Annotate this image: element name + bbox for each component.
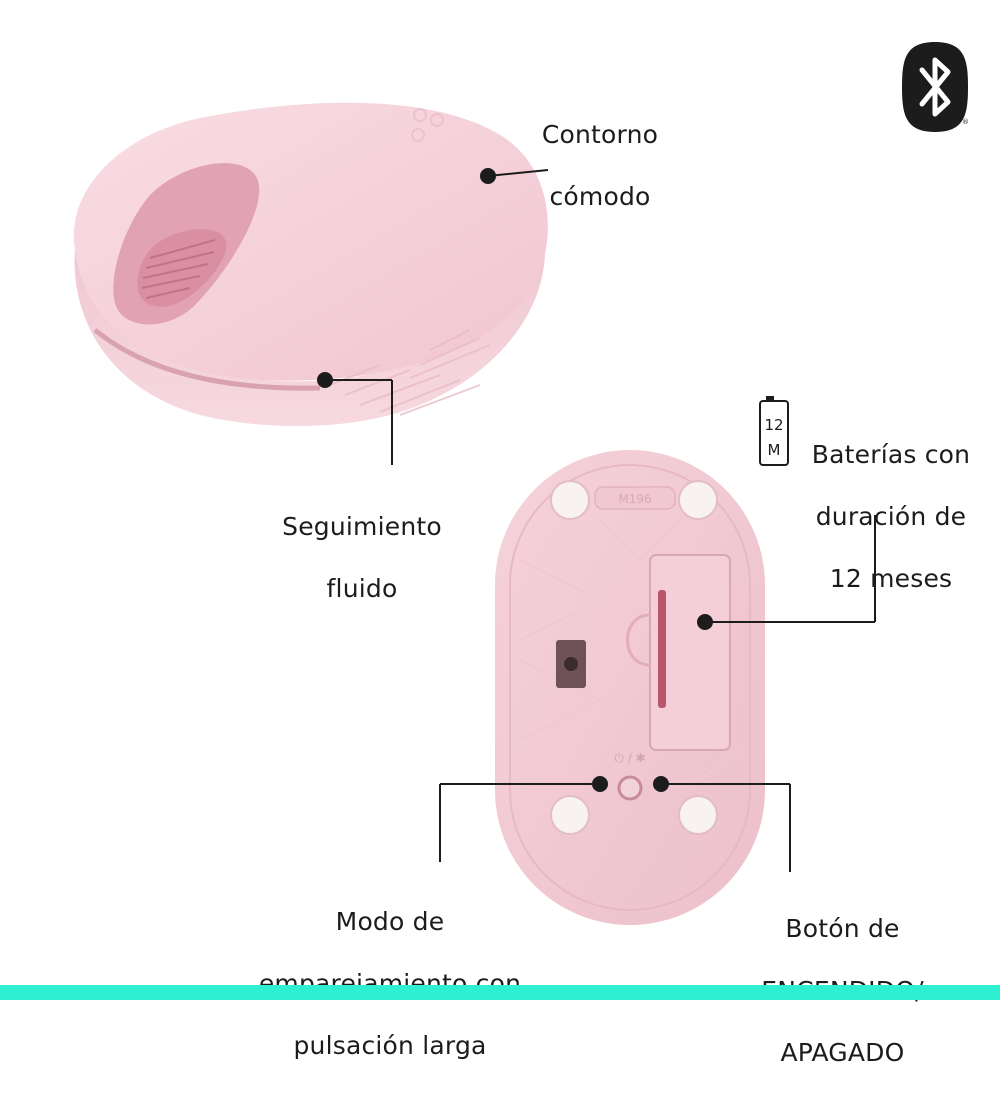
callout-dot-power [653, 776, 669, 792]
svg-text:M: M [768, 441, 781, 459]
mouse-bottom-view: M196 ⏻ / ✱ [495, 450, 765, 925]
foot-top-left [550, 480, 590, 520]
callout-dot-contour [480, 168, 496, 184]
foot-top-right [678, 480, 718, 520]
logo-emboss [411, 108, 444, 142]
mouse-top-view [73, 102, 548, 427]
illustration: M196 ⏻ / ✱ [73, 42, 969, 925]
mouse-seam [93, 328, 321, 391]
battery-door [649, 554, 731, 751]
model-text: M196 [618, 492, 651, 506]
label-battery: Baterías con duración de 12 meses [811, 440, 971, 593]
callouts [317, 168, 876, 872]
bluetooth-icon: ® [902, 42, 969, 132]
foot-bottom-left [550, 795, 590, 835]
battery-icon: 12 M [759, 396, 789, 466]
callout-dot-tracking [317, 372, 333, 388]
svg-text:12: 12 [764, 416, 783, 434]
power-bluetooth-icon: ⏻ / ✱ [614, 751, 645, 765]
side-texture [329, 329, 491, 416]
product-infographic: M196 ⏻ / ✱ [0, 42, 1000, 1067]
label-pairing: Modo de emparejamiento con pulsación lar… [258, 907, 522, 1060]
callout-dot-battery [697, 614, 713, 630]
foot-bottom-right [678, 795, 718, 835]
callout-dot-pairing [592, 776, 608, 792]
svg-text:®: ® [962, 118, 969, 126]
accent-bar [0, 985, 1000, 1000]
label-contour: Contorno cómodo [541, 120, 659, 211]
scroll-wheel [137, 229, 227, 307]
power-button [617, 775, 643, 801]
label-tracking: Seguimiento fluido [282, 512, 442, 603]
